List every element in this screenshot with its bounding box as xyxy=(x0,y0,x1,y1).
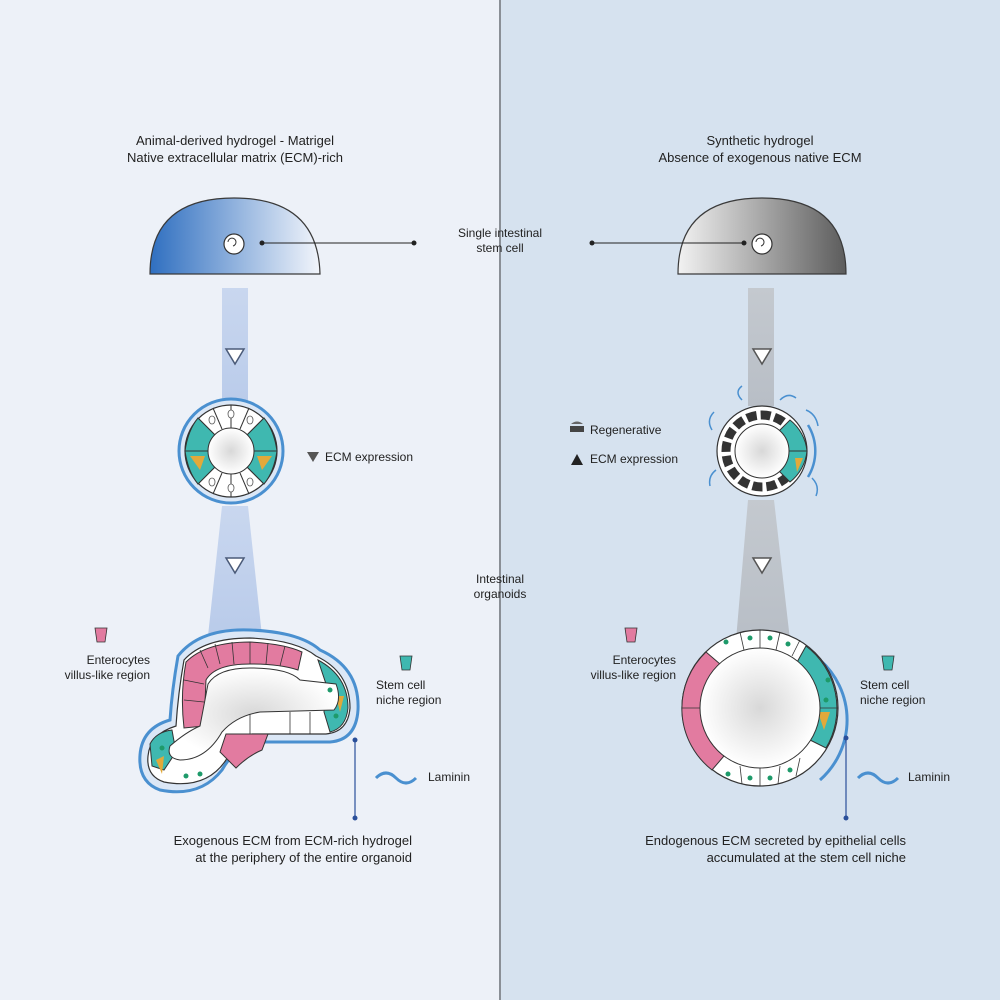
matrigel-dome xyxy=(149,197,321,275)
enterocyte-icon xyxy=(94,627,108,643)
left-ecm-label: ECM expression xyxy=(325,450,414,464)
ecm-down-icon xyxy=(307,452,319,462)
right-laminin-label: Laminin xyxy=(908,770,951,784)
left-bottom-caption: Exogenous ECM from ECM-rich hydrogel at … xyxy=(60,832,412,866)
left-early-organoid xyxy=(177,397,285,505)
right-enterocytes-line2: villus-like region xyxy=(590,668,676,682)
laminin-icon xyxy=(374,771,418,785)
right-bottom-caption: Endogenous ECM secreted by epithelial ce… xyxy=(540,832,906,866)
left-title-line1: Animal-derived hydrogel - Matrigel xyxy=(136,133,334,148)
right-stem-line1: Stem cell xyxy=(860,678,910,692)
right-bottom-line2: accumulated at the stem cell niche xyxy=(706,850,906,865)
stem-cell-label: Single intestinal stem cell xyxy=(430,226,570,256)
down-arrow-icon xyxy=(224,348,773,575)
left-title-line2: Native extracellular matrix (ECM)-rich xyxy=(127,150,343,165)
ecm-up-icon xyxy=(571,454,583,465)
organoids-label: Intestinal organoids xyxy=(440,572,560,602)
left-enterocytes-line1: Enterocytes xyxy=(86,653,150,667)
left-enterocytes-label: Enterocytes villus-like region xyxy=(40,653,150,683)
enterocyte-icon-right xyxy=(624,627,638,643)
stem-cell-label-line2: stem cell xyxy=(476,241,524,255)
right-enterocytes-line1: Enterocytes xyxy=(612,653,676,667)
right-beam xyxy=(736,288,790,640)
right-scale-line xyxy=(843,735,849,821)
right-title-line2: Absence of exogenous native ECM xyxy=(658,150,862,165)
left-bottom-line2: at the periphery of the entire organoid xyxy=(195,850,412,865)
stem-cell-label-line1: Single intestinal xyxy=(457,226,543,240)
left-stem-line1: Stem cell xyxy=(376,678,426,692)
left-title: Animal-derived hydrogel - Matrigel Nativ… xyxy=(90,132,380,166)
stem-cell-pointer-right xyxy=(589,240,747,246)
right-enterocytes-label: Enterocytes villus-like region xyxy=(566,653,676,683)
left-mature-organoid xyxy=(138,628,360,794)
left-stem-line2: niche region xyxy=(376,693,442,707)
regenerative-label: Regenerative xyxy=(590,423,662,437)
regenerative-cell-icon xyxy=(570,421,584,432)
right-title-line1: Synthetic hydrogel xyxy=(706,133,814,148)
organoids-label-line1: Intestinal xyxy=(475,572,525,586)
laminin-icon-right xyxy=(856,771,900,785)
left-bottom-line1: Exogenous ECM from ECM-rich hydrogel xyxy=(173,833,412,848)
left-scale-line xyxy=(352,737,358,821)
organoids-label-line2: organoids xyxy=(473,587,527,601)
stem-cell-pointer-left xyxy=(259,240,417,246)
left-stem-niche-label: Stem cell niche region xyxy=(376,678,441,708)
stem-cell-icon xyxy=(399,655,413,671)
right-bottom-line1: Endogenous ECM secreted by epithelial ce… xyxy=(645,833,906,848)
right-stem-line2: niche region xyxy=(860,693,926,707)
right-early-organoid xyxy=(708,385,819,497)
left-laminin-label: Laminin xyxy=(428,770,471,784)
panel-divider xyxy=(499,0,501,1000)
left-enterocytes-line2: villus-like region xyxy=(64,668,150,682)
synthetic-dome xyxy=(677,197,847,275)
right-stem-niche-label: Stem cell niche region xyxy=(860,678,925,708)
stem-cell-icon-right xyxy=(881,655,895,671)
right-ecm-label: ECM expression xyxy=(590,452,679,466)
right-mature-organoid xyxy=(681,629,849,787)
right-title: Synthetic hydrogel Absence of exogenous … xyxy=(615,132,905,166)
